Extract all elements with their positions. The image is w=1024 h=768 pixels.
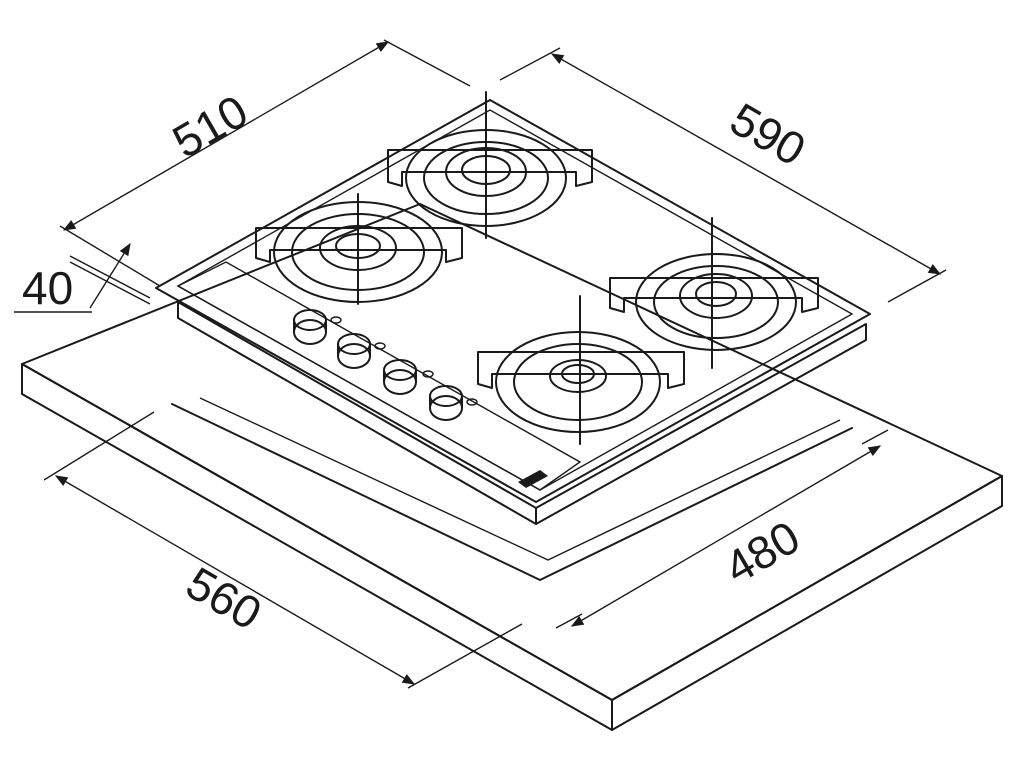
dimension-480: 480 <box>555 429 889 629</box>
countertop <box>21 203 1003 731</box>
brand-plate <box>518 470 548 488</box>
dimension-590: 590 <box>499 47 947 303</box>
burner-front-left <box>255 193 463 305</box>
control-strip <box>176 261 582 491</box>
dimension-560-label: 560 <box>178 556 270 639</box>
knob-2 <box>337 333 386 369</box>
dimension-480-label: 480 <box>716 510 808 593</box>
burner-rear <box>387 91 593 239</box>
dimension-590-label: 590 <box>722 92 814 175</box>
countertop-side-face <box>611 475 1003 731</box>
knob-4 <box>429 385 478 421</box>
burner-right <box>609 217 819 369</box>
dimension-510-label: 510 <box>164 84 256 167</box>
knob-1 <box>293 309 342 345</box>
dimension-40: 40 <box>14 242 151 314</box>
knob-3 <box>383 359 434 395</box>
dimension-40-label: 40 <box>22 262 73 314</box>
burner-front <box>477 295 685 445</box>
countertop-top-face <box>21 203 1003 701</box>
hob-body <box>177 301 867 525</box>
